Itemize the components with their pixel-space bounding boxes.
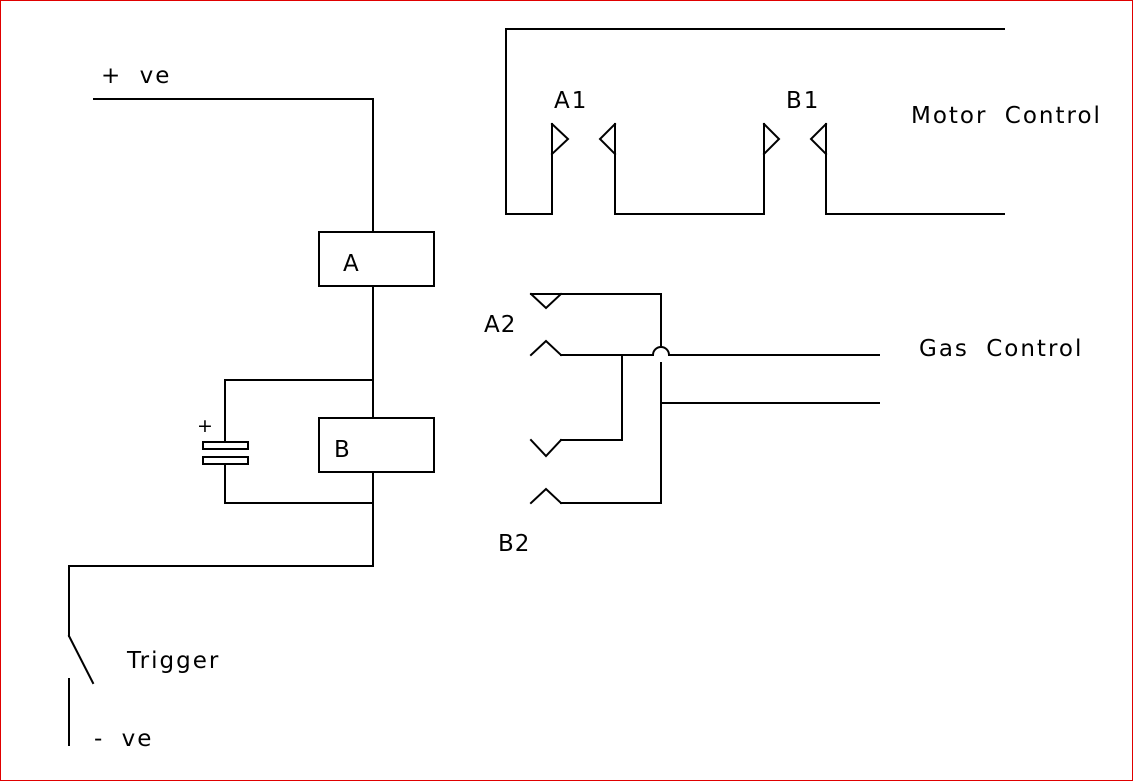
relay-a-label: A <box>343 251 360 277</box>
contact-a2-label: A2 <box>484 312 516 338</box>
contact-a2-upper <box>529 292 563 310</box>
contact-b2-label: B2 <box>498 531 530 557</box>
contact-a1-right <box>598 122 617 156</box>
trigger-label: Trigger <box>126 648 220 674</box>
positive-supply-label: + ve <box>101 63 171 89</box>
trigger-switch <box>67 634 95 746</box>
contact-b1-label: B1 <box>786 88 820 114</box>
contact-b2-upper <box>529 438 563 458</box>
relay-coil-b <box>318 417 435 473</box>
capacitor-plate-top <box>202 441 249 450</box>
motor-control-label: Motor Control <box>911 103 1102 129</box>
contact-a1-label: A1 <box>554 88 588 114</box>
wire-relay-b-to-trigger <box>68 471 374 637</box>
wire-crossover <box>651 346 671 357</box>
gas-control-circuit <box>529 292 880 505</box>
relay-b-label: B <box>334 437 351 463</box>
contact-a1-left <box>550 122 570 156</box>
capacitor-branch <box>202 379 374 504</box>
contact-b2-lower <box>529 487 563 505</box>
gas-control-label: Gas Control <box>919 336 1083 362</box>
negative-supply-label: - ve <box>94 726 153 752</box>
contact-b1-right <box>809 122 828 156</box>
relay-coil-a <box>318 231 435 287</box>
capacitor-plate-bottom <box>202 456 249 465</box>
capacitor-polarity-label: + <box>197 415 214 437</box>
positive-supply-wire <box>93 98 374 233</box>
motor-control-circuit <box>505 28 1005 215</box>
contact-a2-lower <box>529 339 563 357</box>
contact-b1-left <box>762 122 781 156</box>
